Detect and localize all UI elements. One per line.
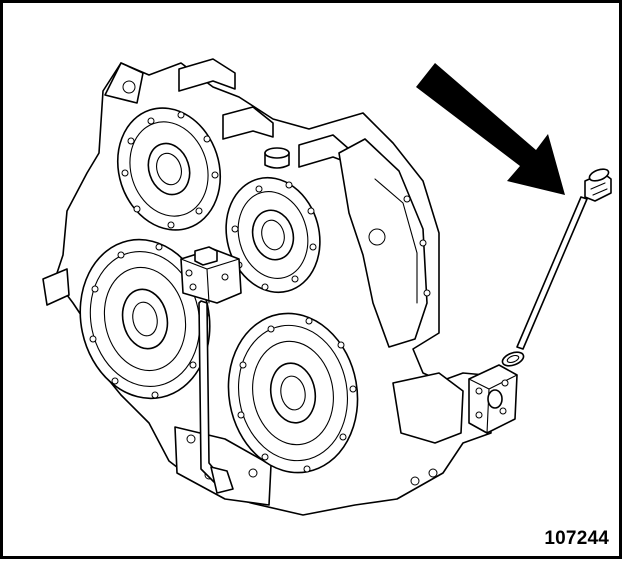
valve-block: [180, 246, 242, 304]
cover-plate: [468, 364, 518, 434]
figure-number: 107244: [544, 528, 609, 549]
dipstick: [516, 168, 612, 350]
top-right-flange: [225, 176, 321, 294]
seal-ring: [501, 351, 525, 367]
gearbox-illustration: [42, 58, 612, 516]
oil-pipe: [198, 300, 234, 494]
breather-cap: [264, 147, 290, 169]
bottom-right-flange: [227, 312, 359, 474]
top-left-flange: [116, 107, 222, 231]
pointer-arrow-icon: [416, 63, 565, 195]
